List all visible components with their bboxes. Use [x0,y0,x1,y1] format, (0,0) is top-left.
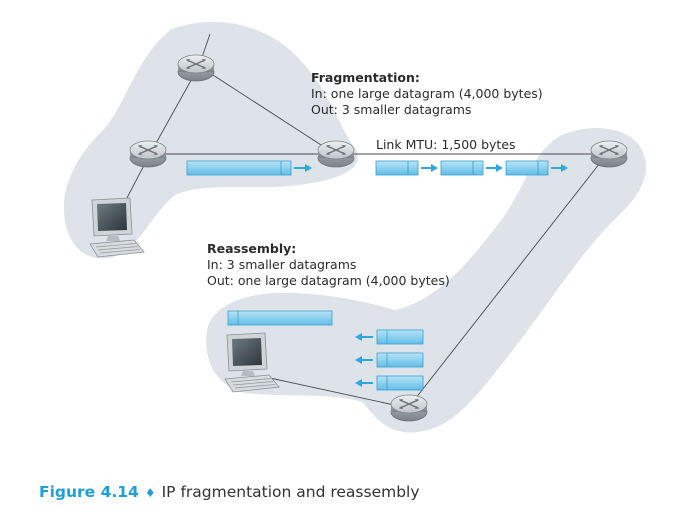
caption-text: IP fragmentation and reassembly [161,483,420,501]
incoming-fragment [355,352,424,368]
reassembly-title: Reassembly: [207,241,297,256]
incoming-fragment [355,375,424,391]
fragmentation-note: Fragmentation: In: one large datagram (4… [311,70,543,118]
network-links [117,33,608,409]
caption-separator: ♦ [144,486,156,500]
network-region-left [63,21,358,259]
datagram-fragment [375,160,438,176]
datagram-fragment [505,160,568,176]
large-datagram [186,160,312,176]
fragmentation-in-line: In: one large datagram (4,000 bytes) [311,86,543,101]
reassembly-in-line: In: 3 smaller datagrams [207,257,357,272]
incoming-fragment [355,329,424,345]
reassembly-note: Reassembly: In: 3 smaller datagrams Out:… [207,241,450,289]
figure-caption: Figure 4.14 ♦ IP fragmentation and reassem… [39,483,420,501]
router-icon [129,140,167,168]
router-icon [317,140,355,168]
network-region-right [206,127,647,433]
figure-label: Figure 4.14 [39,483,139,501]
router-icon [390,394,428,422]
datagram-fragment [440,160,503,176]
fragmentation-title: Fragmentation: [311,70,420,85]
fragmentation-out-line: Out: 3 smaller datagrams [311,102,472,117]
router-icon [177,54,215,82]
reassembled-datagram [227,310,333,326]
reassembly-out-line: Out: one large datagram (4,000 bytes) [207,273,450,288]
router-icon [590,140,628,168]
link-mtu-label: Link MTU: 1,500 bytes [376,137,516,152]
